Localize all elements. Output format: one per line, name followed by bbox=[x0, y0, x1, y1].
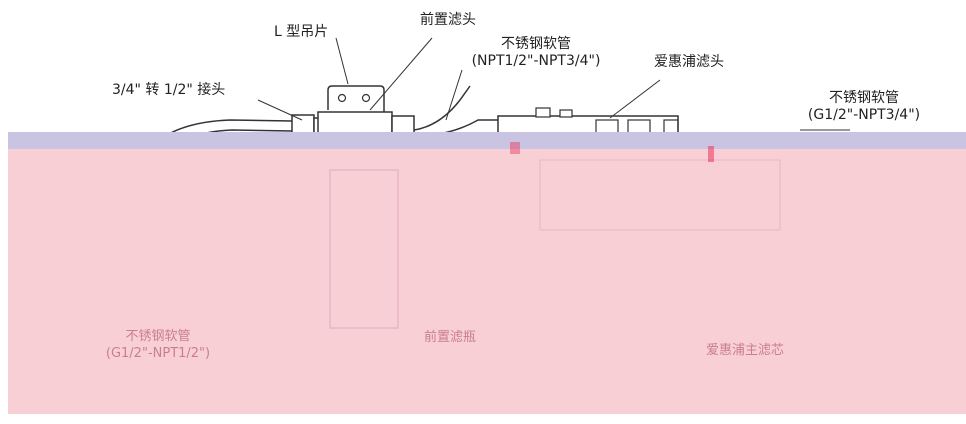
l-bracket-drawing bbox=[327, 85, 385, 112]
label-hose-g-left-line2: (G1/2"-NPT1/2") bbox=[105, 346, 211, 361]
label-hose-g-right: 不锈钢软管 (G1/2"-NPT3/4") bbox=[808, 90, 920, 124]
label-hose-g-left-line1: 不锈钢软管 bbox=[125, 329, 191, 344]
label-aihuipu-head: 爱惠浦滤头 bbox=[654, 54, 724, 70]
label-hose-npt-top: 不锈钢软管 (NPT1/2"-NPT3/4") bbox=[472, 36, 601, 70]
label-hose-npt-top-line1: 不锈钢软管 bbox=[500, 36, 571, 52]
label-hose-g-right-line1: 不锈钢软管 bbox=[828, 90, 899, 106]
label-adapter: 3/4" 转 1/2" 接头 bbox=[112, 82, 226, 98]
label-main-cartridge: 爱惠浦主滤芯 bbox=[706, 343, 785, 358]
label-l-bracket: L 型吊片 bbox=[274, 24, 329, 40]
pink-overlay-region-bottom bbox=[0, 414, 966, 424]
label-hose-g-left: 不锈钢软管 (G1/2"-NPT1/2") bbox=[106, 328, 210, 362]
label-hose-npt-top-line2: (NPT1/2"-NPT3/4") bbox=[471, 53, 601, 69]
label-pre-filter-bottle: 前置滤瓶 bbox=[424, 330, 477, 345]
middle-hose-drawing bbox=[413, 85, 471, 131]
main-cartridge-outline bbox=[539, 159, 781, 231]
pink-overlay-region bbox=[8, 149, 966, 414]
label-hose-g-right-line2: (G1/2"-NPT3/4") bbox=[807, 107, 921, 123]
label-pre-filter-head: 前置滤头 bbox=[420, 12, 476, 28]
pre-filter-bottle-outline bbox=[329, 169, 399, 329]
purple-overlay-band bbox=[8, 132, 966, 149]
